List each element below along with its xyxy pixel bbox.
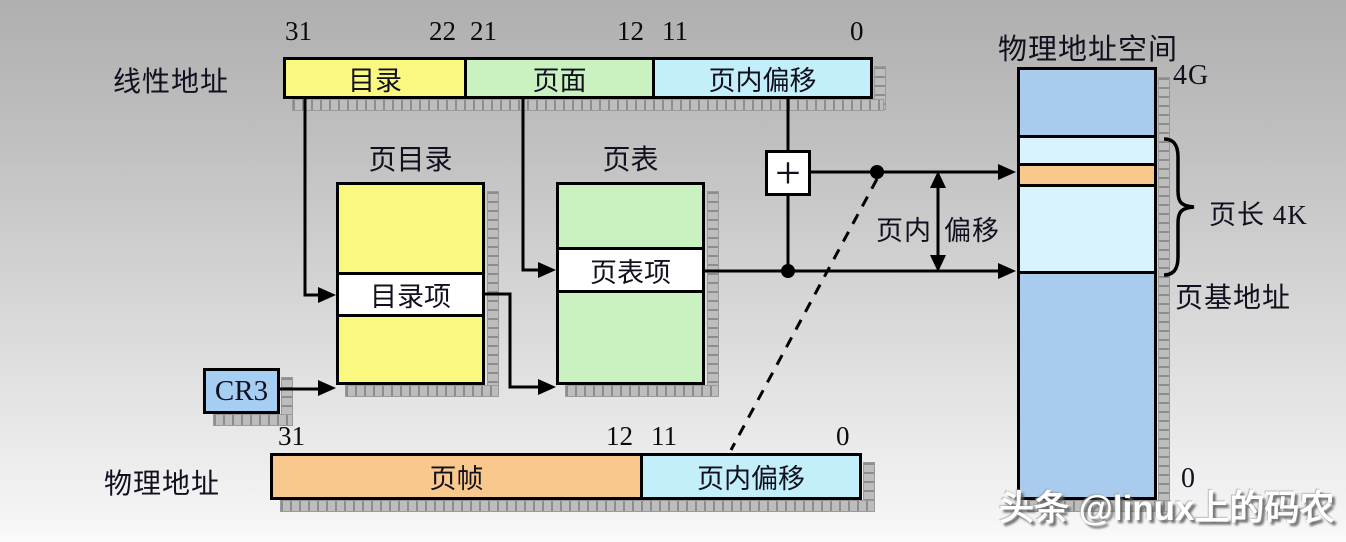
- phys-bit-31: 31: [278, 421, 305, 451]
- offset-field-label: 页内偏移: [708, 65, 817, 96]
- page-frame-label: 页帧: [429, 464, 484, 494]
- page-band-upper: [1020, 135, 1154, 163]
- offset-span-label-right: 偏移: [944, 216, 1000, 246]
- arrowhead: [998, 164, 1016, 180]
- arrowhead: [318, 287, 336, 303]
- physical-space-title: 物理地址空间: [998, 34, 1179, 66]
- linear-page-field: 页面: [464, 60, 652, 96]
- phys-bit-11: 11: [651, 421, 677, 451]
- bit-22: 22: [429, 16, 456, 46]
- page-band-lower: [1020, 184, 1154, 271]
- page-table-title: 页表: [602, 145, 659, 176]
- bit-11: 11: [662, 16, 688, 46]
- physical-address-label: 物理地址: [104, 469, 221, 500]
- page-directory-title: 页目录: [368, 145, 453, 176]
- bit-21: 21: [470, 16, 497, 46]
- arrowhead-down: [930, 255, 946, 272]
- page-table-entry-box: 页表项: [559, 247, 702, 293]
- phys-offset-label: 页内偏移: [697, 464, 805, 494]
- junction-dot: [870, 165, 884, 179]
- directory-index-line: [303, 97, 320, 297]
- shadow: [1027, 500, 1169, 512]
- directory-field-label: 目录: [348, 65, 402, 96]
- linear-address-bar: 目录 页面 页内偏移: [283, 57, 873, 99]
- dashed-offset-mapping-line: [729, 178, 879, 451]
- arrowhead: [318, 380, 336, 396]
- plus-symbol: +: [775, 147, 801, 198]
- directory-entry-box: 目录项: [339, 272, 482, 317]
- shadow: [707, 191, 719, 397]
- page-table-entry-label: 页表项: [590, 257, 671, 288]
- shadow: [345, 385, 499, 397]
- shadow: [292, 99, 884, 111]
- bit-12: 12: [617, 16, 644, 46]
- frame-slot-band: [1020, 163, 1154, 184]
- offset-span-label-left: 页内: [876, 216, 932, 246]
- phys-offset-field: 页内偏移: [640, 456, 859, 497]
- address-4g-label: 4G: [1173, 60, 1210, 91]
- shadow: [487, 191, 499, 397]
- arrowhead-up: [930, 171, 946, 188]
- adder-box: +: [765, 150, 811, 196]
- memory-band-top: [1020, 70, 1154, 135]
- page-length-label: 页长 4K: [1209, 200, 1308, 230]
- address-0-label: 0: [1181, 463, 1196, 494]
- shadow: [565, 385, 719, 397]
- bit-31: 31: [285, 16, 312, 46]
- arrowhead: [998, 263, 1016, 279]
- linear-directory-field: 目录: [286, 60, 464, 96]
- linear-offset-field: 页内偏移: [652, 60, 870, 96]
- phys-bit-12: 12: [606, 421, 633, 451]
- cr3-label: CR3: [214, 374, 269, 407]
- shadow: [1158, 77, 1170, 515]
- physical-space-column: [1017, 67, 1157, 500]
- shadow: [213, 414, 293, 426]
- shadow: [280, 500, 875, 512]
- bit-0: 0: [850, 16, 864, 46]
- page-field-label: 页面: [532, 65, 587, 96]
- linear-address-label: 线性地址: [113, 67, 230, 98]
- arrowhead: [538, 262, 556, 278]
- directory-entry-label: 目录项: [370, 282, 451, 312]
- page-directory-box: 目录项: [336, 182, 485, 385]
- phys-bit-0: 0: [836, 421, 850, 451]
- junction-dot: [781, 264, 795, 278]
- page-base-label: 页基地址: [1175, 283, 1292, 314]
- page-index-line: [521, 97, 540, 272]
- page-frame-field: 页帧: [273, 456, 640, 497]
- arrowhead: [538, 379, 556, 395]
- page-table-box: 页表项: [556, 182, 705, 385]
- watermark: 头条 @linux上的码农: [999, 489, 1335, 528]
- memory-band-bottom: [1020, 271, 1154, 497]
- physical-address-bar: 页帧 页内偏移: [270, 453, 862, 500]
- cr3-register: CR3: [203, 368, 280, 414]
